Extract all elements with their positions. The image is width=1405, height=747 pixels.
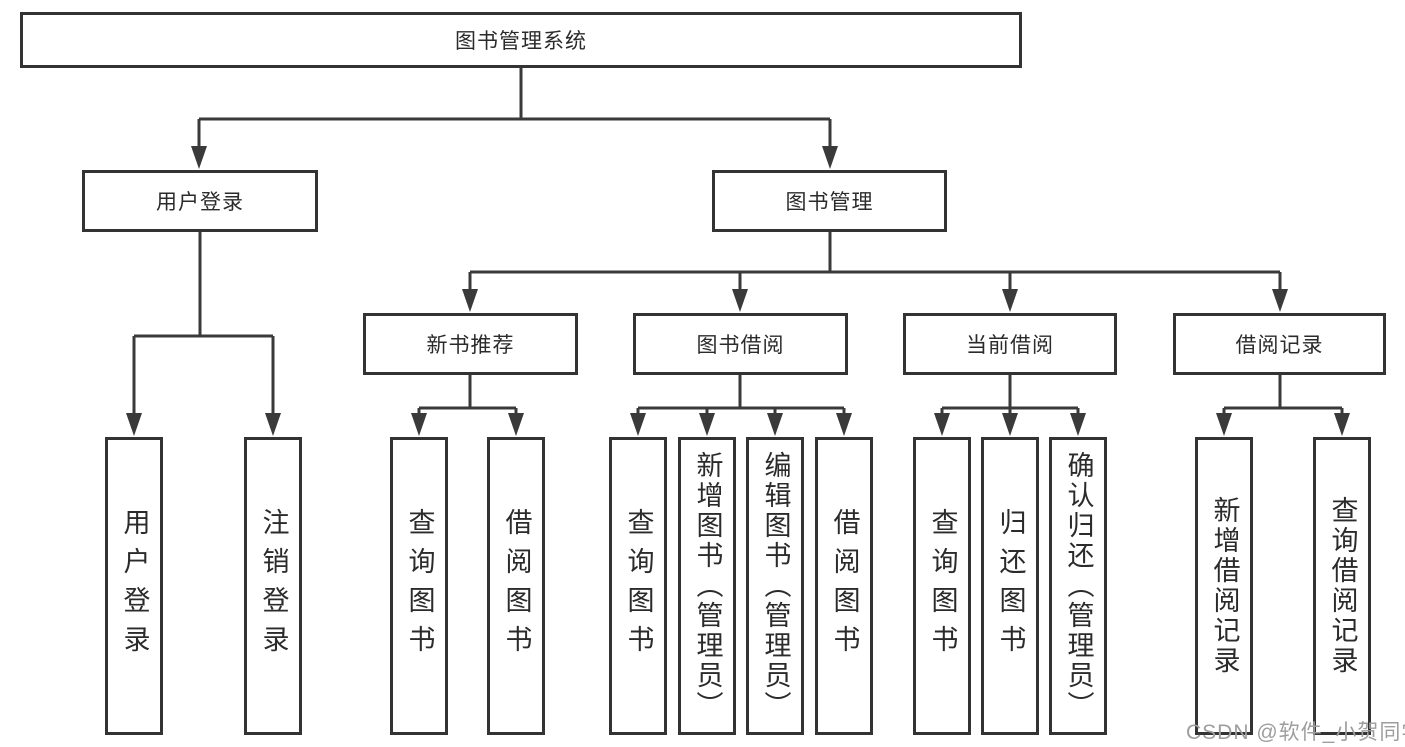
leaf-borrow-books: 借阅图书 (815, 437, 873, 735)
node-library-management-system: 图书管理系统 (20, 12, 1022, 68)
node-new-book-recommendation: 新书推荐 (363, 313, 578, 375)
connector-book-management (468, 232, 1282, 291)
leaf-query-books-borrowing: 查询图书 (609, 437, 667, 735)
arrowhead-icon (126, 413, 142, 436)
arrowhead-icon (699, 413, 715, 436)
node-label: 借阅图书 (829, 508, 860, 664)
leaf-user-login: 用户登录 (105, 437, 163, 735)
arrowhead-icon (1070, 413, 1086, 436)
node-label: 注销登录 (258, 508, 289, 664)
connector-current (940, 375, 1080, 415)
leaf-logout: 注销登录 (244, 437, 302, 735)
arrowhead-icon (1272, 289, 1288, 312)
connector-user-login (132, 232, 275, 415)
arrowhead-icon (411, 413, 427, 436)
connector-new-book (417, 375, 518, 415)
node-label: 借阅图书 (501, 508, 532, 664)
node-label: 图书借阅 (696, 334, 785, 357)
arrowhead-icon (1216, 413, 1232, 436)
arrowhead-icon (508, 413, 524, 436)
arrowhead-icon (732, 289, 748, 312)
connector-borrowing (636, 375, 846, 415)
connector-root (197, 68, 832, 148)
node-user-login: 用户登录 (82, 170, 318, 232)
node-label: 查询图书 (623, 508, 654, 664)
node-label: 查询借阅记录 (1327, 496, 1358, 676)
leaf-confirm-return-admin: 确认归还（管理员） (1049, 437, 1107, 735)
node-label: 图书管理 (785, 191, 874, 214)
node-label: 归还图书 (995, 508, 1026, 664)
arrowhead-icon (836, 413, 852, 436)
arrowhead-icon (822, 146, 838, 169)
node-label: 用户登录 (119, 508, 150, 664)
node-label: 图书管理系统 (455, 30, 587, 53)
node-current-borrowing: 当前借阅 (903, 313, 1117, 375)
arrowhead-icon (462, 289, 478, 312)
node-label: 确认归还（管理员） (1063, 451, 1094, 721)
arrowhead-icon (630, 413, 646, 436)
node-book-borrowing: 图书借阅 (633, 313, 848, 375)
leaf-query-books-newbook: 查询图书 (390, 437, 448, 735)
node-label: 用户登录 (156, 191, 244, 214)
node-label: 查询图书 (404, 508, 435, 664)
leaf-return-books: 归还图书 (981, 437, 1039, 735)
node-label: 当前借阅 (966, 334, 1054, 357)
node-label: 新增借阅记录 (1209, 496, 1240, 676)
node-book-management: 图书管理 (712, 170, 947, 232)
node-label: 查询图书 (927, 508, 958, 664)
arrowhead-icon (934, 413, 950, 436)
arrowhead-icon (265, 413, 281, 436)
connector-records (1222, 375, 1344, 415)
leaf-edit-books-admin: 编辑图书（管理员） (746, 437, 804, 735)
node-label: 借阅记录 (1235, 334, 1324, 357)
node-borrowing-records: 借阅记录 (1173, 313, 1386, 375)
arrowheads (126, 146, 1350, 436)
node-label: 编辑图书（管理员） (760, 451, 791, 721)
node-label: 新书推荐 (426, 334, 515, 357)
arrowhead-icon (191, 146, 207, 169)
leaf-borrow-books-newbook: 借阅图书 (487, 437, 545, 735)
node-label: 新增图书（管理员） (692, 451, 723, 721)
csdn-watermark: CSDN @软件_小贺同学 (1186, 721, 1405, 744)
arrowhead-icon (1334, 413, 1350, 436)
leaf-add-borrow-record: 新增借阅记录 (1195, 437, 1253, 735)
arrowhead-icon (1002, 289, 1018, 312)
leaf-query-books-current: 查询图书 (913, 437, 971, 735)
leaf-add-books-admin: 新增图书（管理员） (678, 437, 736, 735)
leaf-query-borrow-record: 查询借阅记录 (1313, 437, 1371, 735)
arrowhead-icon (767, 413, 783, 436)
arrowhead-icon (1002, 413, 1018, 436)
